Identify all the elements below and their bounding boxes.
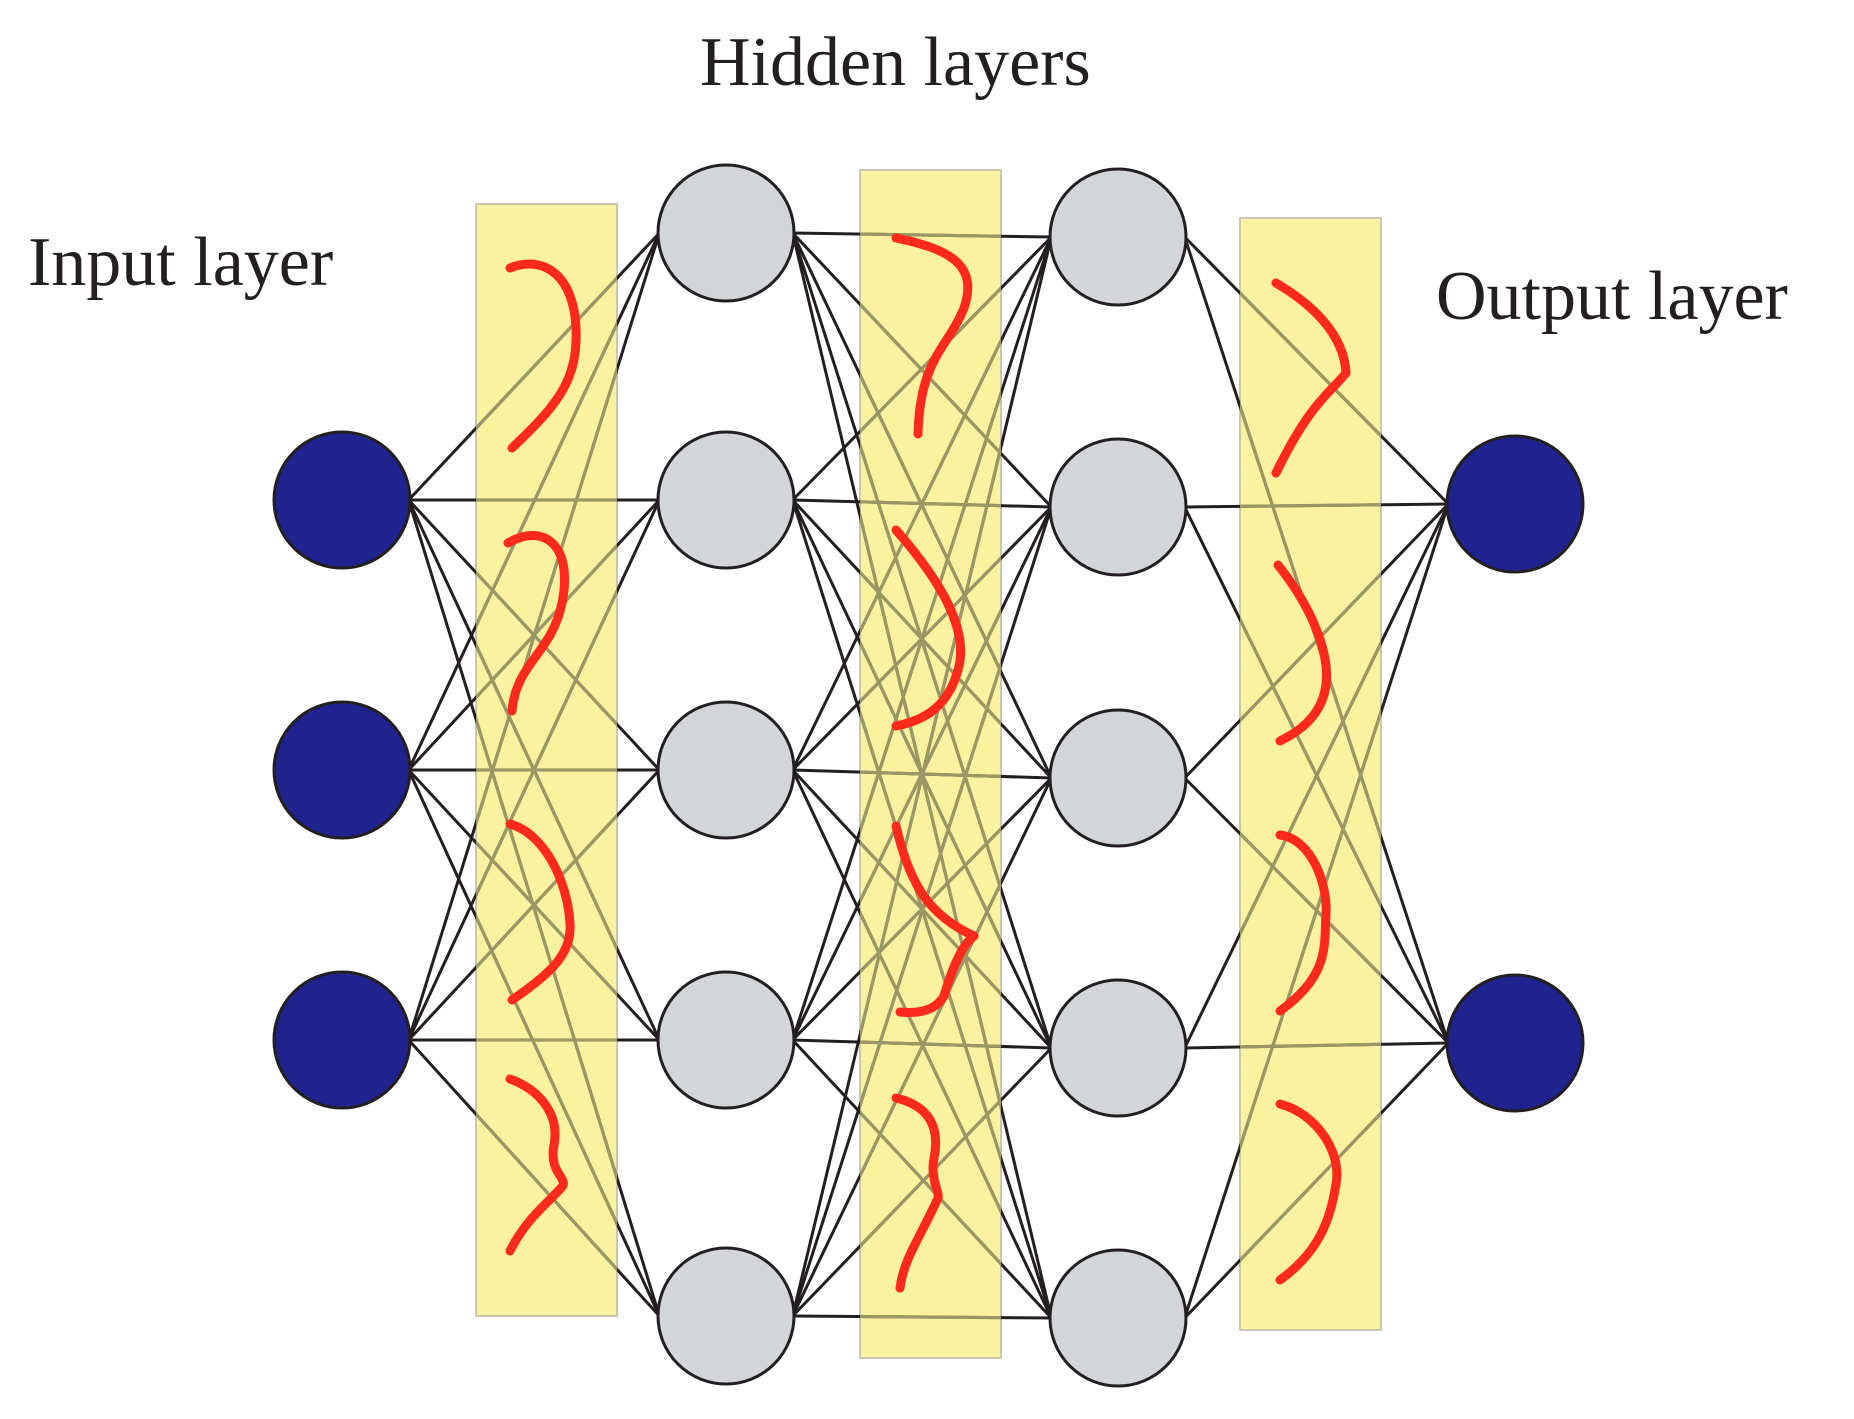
connection-overlay-hidden-1-5-to-hidden-2-1: [860, 440, 1001, 1042]
activation-band-1: [475, 203, 618, 1317]
connection-overlay-hidden-2-1-to-output-1: [1240, 290, 1381, 439]
activation-curve-band-3-4: [1275, 1099, 1342, 1285]
hidden-1-neuron-3: [656, 700, 796, 840]
connection-overlay-hidden-1-2-to-hidden-2-1: [860, 285, 1001, 434]
output-neuron-2: [1445, 973, 1585, 1113]
connection-overlay-hidden-2-2-to-output-1: [1240, 503, 1381, 508]
connection-overlay-input-2-to-hidden-1-5: [476, 912, 617, 1228]
activation-curve-band-2-4: [891, 1093, 943, 1293]
band-2-edge-overlay: [860, 232, 1001, 1320]
activation-curve-band-2-1: [891, 233, 973, 439]
input-neuron-2: [272, 700, 412, 840]
hidden-2-neuron-2: [1048, 437, 1188, 577]
connection-overlay-hidden-1-1-to-hidden-2-1: [860, 232, 1001, 238]
hidden-layers-label: Hidden layers: [700, 24, 1091, 101]
activation-curve-band-3-2: [1273, 560, 1331, 746]
hidden-1-neuron-1: [656, 163, 796, 303]
hidden-1-neuron-4: [656, 970, 796, 1110]
connection-overlay-hidden-1-5-to-hidden-2-4: [860, 1097, 1001, 1249]
hidden-1-neuron-2: [656, 430, 796, 570]
input-layer-label: Input layer: [28, 224, 334, 301]
activation-curve-band-1-4: [505, 1074, 568, 1256]
connection-overlay-input-1-to-hidden-1-1: [476, 275, 617, 431]
hidden-2-neuron-4: [1048, 978, 1188, 1118]
connection-overlay-hidden-2-4-to-output-1: [1240, 639, 1381, 938]
activation-bands: [475, 169, 1382, 1359]
activation-curve-band-2-3: [891, 821, 979, 1017]
hidden-2-neuron-5: [1048, 1248, 1188, 1388]
output-layer-label: Output layer: [1436, 258, 1788, 335]
connection-overlay-hidden-1-4-to-hidden-2-5: [860, 1110, 1001, 1267]
band-1-edge-overlay: [476, 275, 617, 1272]
connection-overlay-input-1-to-hidden-1-5: [476, 713, 617, 1184]
output-neuron-1: [1445, 434, 1585, 574]
connection-overlay-hidden-1-5-to-hidden-2-2: [860, 659, 1001, 1111]
connection-overlay-input-3-to-hidden-1-3: [476, 813, 617, 970]
connection-overlay-hidden-1-5-to-hidden-2-5: [860, 1314, 1001, 1320]
connection-overlay-hidden-2-5-to-output-1: [1240, 706, 1381, 1153]
hidden-2-neuron-3: [1048, 708, 1188, 848]
connection-overlay-hidden-2-4-to-output-2: [1240, 1042, 1381, 1049]
connection-overlay-hidden-1-5-to-hidden-2-3: [860, 879, 1001, 1180]
connection-overlay-input-3-to-hidden-1-1: [476, 363, 617, 829]
activation-band-3: [1239, 217, 1382, 1331]
input-neuron-1: [272, 430, 412, 570]
activation-curve-band-3-1: [1271, 278, 1351, 478]
connection-overlay-input-3-to-hidden-1-5: [476, 1111, 617, 1272]
connection-overlay-hidden-1-3-to-hidden-2-1: [860, 337, 1001, 635]
connection-overlay-input-3-to-hidden-1-2: [476, 587, 617, 899]
input-neuron-3: [272, 970, 412, 1110]
activation-curves: [503, 233, 1351, 1293]
hidden-1-neuron-5: [656, 1246, 796, 1386]
activation-curve-band-1-1: [505, 259, 581, 453]
activation-curve-band-2-2: [891, 525, 966, 731]
connection-overlay-hidden-2-5-to-output-2: [1240, 1110, 1381, 1263]
activation-curve-band-1-2: [503, 531, 570, 716]
activation-curve-band-3-3: [1275, 830, 1331, 1016]
connection-overlay-input-2-to-hidden-1-1: [476, 319, 617, 630]
hidden-2-neuron-1: [1048, 167, 1188, 307]
activation-curve-band-1-3: [505, 819, 575, 1005]
connection-overlay-hidden-1-4-to-hidden-2-1: [860, 388, 1001, 837]
neurons: [272, 163, 1585, 1388]
